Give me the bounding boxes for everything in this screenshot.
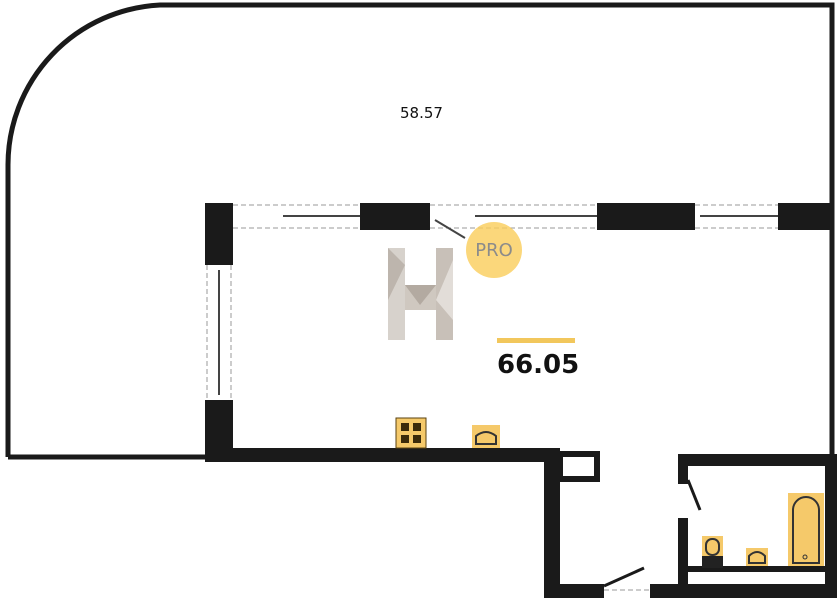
bottom-outer-wall xyxy=(544,584,604,598)
bathtub-icon xyxy=(788,493,824,566)
balcony-area-label: 58.57 xyxy=(400,104,443,122)
shaft xyxy=(557,451,600,482)
stove-icon xyxy=(395,417,427,449)
pro-badge: PRO xyxy=(466,222,522,278)
brand-logo xyxy=(388,248,453,340)
left-wall xyxy=(205,203,233,457)
toilet-icon xyxy=(702,536,723,568)
area-accent-bar xyxy=(497,338,575,343)
balcony-outline xyxy=(5,2,835,598)
corridor-wall xyxy=(544,448,560,598)
bottom-wall xyxy=(205,448,555,462)
top-wall xyxy=(205,203,832,230)
bathroom-wall-top xyxy=(678,454,837,466)
total-area-label: 66.05 xyxy=(497,350,580,380)
kitchen-sink-icon xyxy=(472,425,500,448)
windows xyxy=(206,204,778,400)
bathroom-sink-icon xyxy=(746,548,768,566)
